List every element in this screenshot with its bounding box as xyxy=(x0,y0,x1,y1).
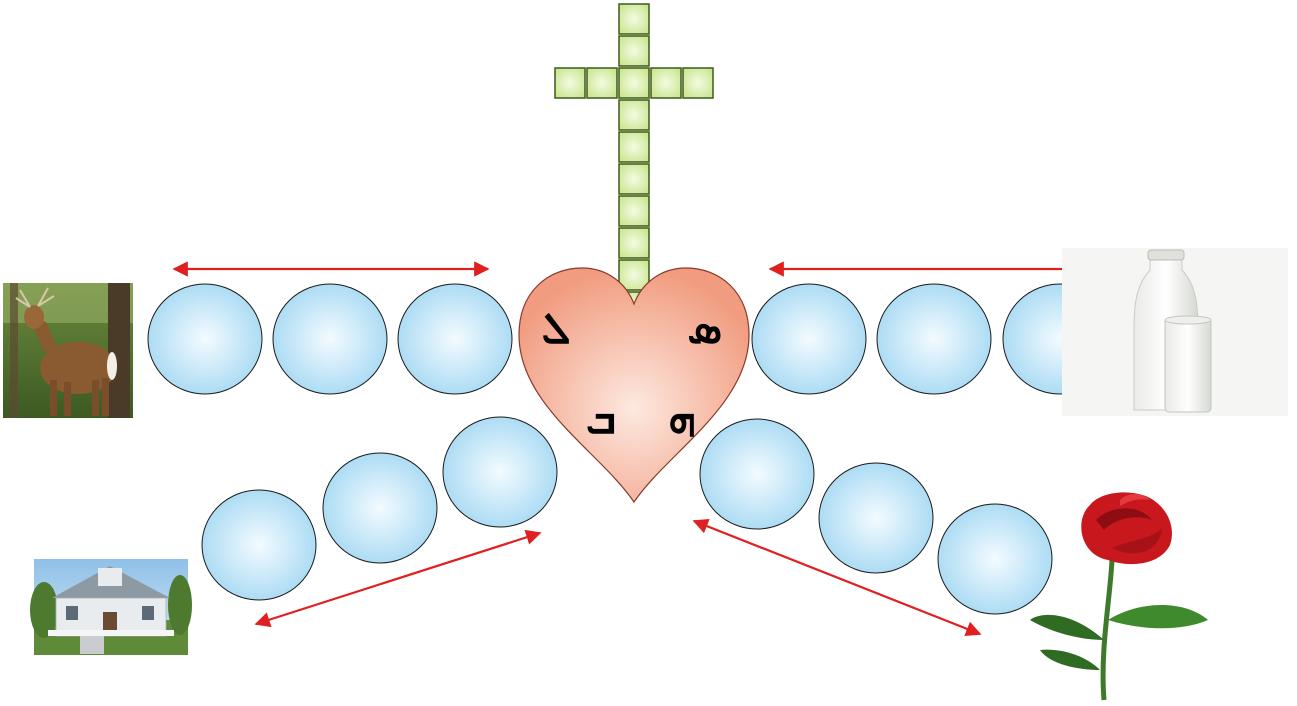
cross-cell-vertical-4[interactable] xyxy=(618,99,650,131)
house-picture xyxy=(30,559,192,655)
cross-cell-horizontal-1[interactable] xyxy=(554,67,586,99)
deer-picture xyxy=(3,283,133,418)
left-row-circle-1[interactable] xyxy=(147,283,263,395)
heart-letter-4: ܗ xyxy=(668,393,696,444)
lower-right-circle-2[interactable] xyxy=(818,462,934,574)
lower-left-arrow xyxy=(254,529,542,628)
red-rose-picture xyxy=(1030,492,1208,701)
cross-cell-vertical-3[interactable] xyxy=(618,67,650,99)
right-row-circle-1[interactable] xyxy=(751,283,867,395)
milk-bottle-and-glass-picture xyxy=(1062,248,1288,416)
cross-cell-vertical-5[interactable] xyxy=(618,131,650,163)
cross-cell-vertical-6[interactable] xyxy=(618,163,650,195)
lower-right-circle-1[interactable] xyxy=(699,418,815,530)
cross-cell-vertical-9[interactable] xyxy=(618,259,650,291)
left-row-circle-2[interactable] xyxy=(272,283,388,395)
heart-shape: ܠ ܣ ܒ ܗ xyxy=(518,267,750,504)
cross-cell-horizontal-5[interactable] xyxy=(682,67,714,99)
cross-cell-horizontal-4[interactable] xyxy=(650,67,682,99)
lower-left-circle-3[interactable] xyxy=(442,416,558,528)
direction-arrows xyxy=(172,261,1086,637)
cross-cell-vertical-7[interactable] xyxy=(618,195,650,227)
lower-right-arrow xyxy=(692,518,982,637)
lower-left-circle-2[interactable] xyxy=(322,452,438,564)
lower-left-circle-1[interactable] xyxy=(201,489,317,601)
lower-right-circle-3[interactable] xyxy=(937,503,1053,615)
cross-cell-vertical-2[interactable] xyxy=(618,35,650,67)
left-row-circle-3[interactable] xyxy=(397,283,513,395)
cross-cell-vertical-8[interactable] xyxy=(618,227,650,259)
heart-letter-3: ܒ xyxy=(586,393,616,444)
cross-cell-vertical-1[interactable] xyxy=(618,3,650,35)
cross-cell-horizontal-2[interactable] xyxy=(586,67,618,99)
heart-letter-1: ܠ xyxy=(542,303,571,354)
right-row-circle-2[interactable] xyxy=(876,283,992,395)
heart-letter-2: ܣ xyxy=(688,303,723,354)
